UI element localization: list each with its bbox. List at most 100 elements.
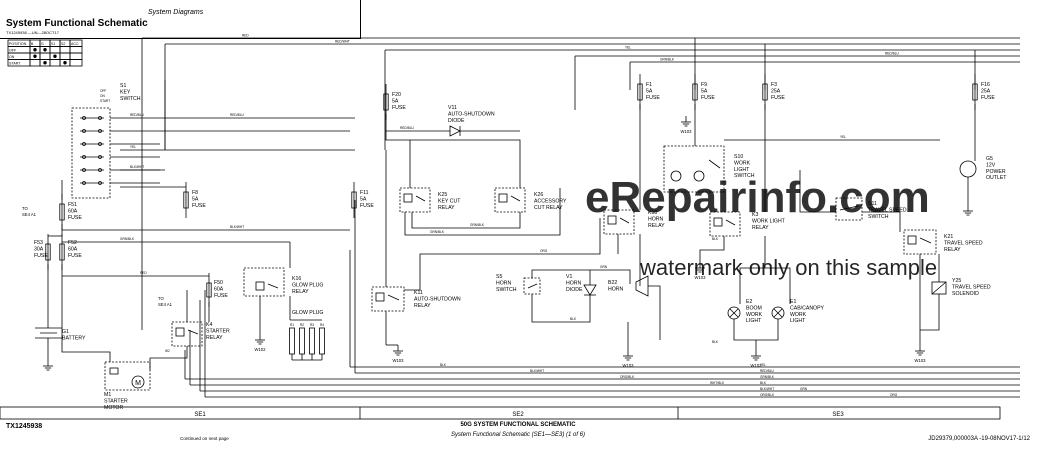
power-outlet-icon	[959, 160, 977, 178]
glow-plug-label: R4	[320, 323, 324, 327]
wire	[648, 285, 661, 340]
key-cut-relay-k25	[399, 187, 431, 213]
section-se3: SE3	[832, 412, 844, 418]
key-table-row: ON	[9, 55, 15, 59]
wire-label: GRN/BLK	[470, 223, 485, 227]
relay-switch	[619, 217, 630, 224]
fuse-f11-label: FUSE	[360, 203, 374, 209]
connector-label: SE4 A1	[158, 302, 173, 307]
wire-label: RED/BLU	[400, 126, 415, 130]
ground-label: W103	[681, 129, 693, 134]
ground-w103-icon	[751, 350, 761, 361]
ground-label: W103	[623, 363, 635, 368]
doc-reference: JD29379,000003A -19-08NOV17-1/12	[928, 436, 1030, 442]
ground-label: W102	[255, 347, 267, 352]
key-switch-id: S1	[120, 83, 126, 89]
key-table-row: OFF	[9, 49, 17, 53]
wire	[410, 139, 521, 188]
starter-motor-housing	[104, 361, 151, 391]
auto-shutdown-relay-label: AUTO-SHUTDOWN	[414, 296, 461, 302]
wire-label: RED/BLU	[885, 52, 900, 56]
switch-lamp-icon	[693, 170, 705, 182]
battery-id: G1	[62, 329, 69, 335]
starter-relay-label: RELAY	[206, 335, 223, 341]
fuse-f51-id: F51	[68, 202, 77, 208]
solenoid-diag	[931, 281, 947, 295]
relay-coil	[375, 292, 385, 302]
wire-label: RED	[140, 271, 147, 275]
wire-label: ORG	[890, 393, 898, 397]
work-light-relay-label: WORK LIGHT	[752, 218, 786, 224]
wire	[404, 188, 561, 236]
wire-label: GRN	[800, 387, 808, 391]
fuse-f3-label: 25A	[771, 88, 781, 94]
wire	[765, 267, 791, 304]
section-bar	[0, 406, 1001, 420]
fuse-f53-id: F53	[34, 240, 43, 246]
fuse-f3-id: F3	[771, 82, 777, 88]
ground-w103-icon	[393, 345, 403, 356]
glow-plug-relay-label: GLOW PLUG	[292, 282, 323, 288]
fuse-f52-id: F52	[68, 240, 77, 246]
wire-label: ORG/BLK	[620, 375, 635, 379]
key-cut-relay-label: KEY CUT	[438, 198, 461, 204]
wire-label: BLK/WHT	[130, 165, 144, 169]
travel-speed-solenoid-icon	[931, 281, 947, 295]
cab-work-light-label: CAB/CANOPY	[790, 305, 825, 311]
continued-note: Continued on next page	[180, 436, 229, 441]
starter-motor-label: STARTER	[104, 398, 128, 404]
key-cut-relay-label: RELAY	[438, 205, 455, 211]
fuse-f50-id: F50	[214, 280, 223, 286]
travel-speed-switch-id: S11	[868, 201, 877, 207]
fuse-f1-id: F1	[646, 82, 652, 88]
wire-label: ORG	[540, 249, 548, 253]
glow-plug-relay-id: K16	[292, 276, 301, 282]
horn-switch-label: HORN	[496, 280, 512, 286]
work-light-switch-label: WORK	[734, 160, 751, 166]
boom-work-light-label: WORK	[746, 312, 763, 318]
fuse-f9-id: F9	[701, 82, 707, 88]
key-table-col: S1	[51, 42, 55, 46]
glow-plug-relay-label: RELAY	[292, 289, 309, 295]
travel-speed-relay-k21	[903, 229, 937, 255]
wire-label: GRN/BLK	[660, 58, 675, 62]
fuse-f50-label: FUSE	[214, 293, 228, 299]
glow-plug-id: GLOW PLUG	[292, 310, 323, 316]
key-switch-label: SWITCH	[120, 96, 141, 102]
wire	[531, 269, 631, 284]
wire	[862, 211, 901, 232]
key-switch-terminal	[98, 181, 102, 185]
travel-speed-solenoid-label: SOLENOID	[952, 291, 979, 297]
horn-switch-s5	[523, 277, 541, 295]
motor-symbol: M	[135, 380, 141, 387]
wire-label: BLK	[760, 381, 767, 385]
cab-work-light-label: LIGHT	[790, 318, 806, 324]
boom-work-light-id: E2	[746, 299, 752, 305]
wire	[920, 294, 940, 331]
auto-shutdown-relay-label: RELAY	[414, 303, 431, 309]
key-cut-relay-id: K25	[438, 192, 447, 198]
fuse-f52-label: FUSE	[68, 253, 82, 259]
wire-label: YEL	[760, 363, 766, 367]
section-se1: SE1	[194, 412, 206, 418]
boom-work-light-icon-x	[729, 308, 739, 318]
work-light-switch-label: SWITCH	[734, 173, 755, 179]
travel-speed-relay-id: K21	[944, 234, 953, 240]
key-table-col: POSITION	[9, 42, 27, 46]
fuse-f9-label: 5A	[701, 88, 708, 94]
diode-v11-icon	[449, 125, 461, 137]
work-light-switch-s10	[663, 145, 725, 193]
key-switch-terminal	[98, 155, 102, 159]
wire-label: RED/BLU	[230, 113, 245, 117]
work-light-relay-label: RELAY	[752, 225, 769, 231]
key-table-col: ACC	[71, 42, 79, 46]
fuse-f8-label: FUSE	[192, 203, 206, 209]
relay-switch	[725, 219, 736, 226]
relay-switch	[387, 294, 400, 301]
relay-coil	[607, 215, 617, 225]
key-switch-terminal	[82, 116, 86, 120]
fuse-f53-label: FUSE	[34, 253, 48, 259]
fuse-f16-label: FUSE	[981, 95, 995, 101]
fuse-f8-id: F8	[192, 190, 198, 196]
